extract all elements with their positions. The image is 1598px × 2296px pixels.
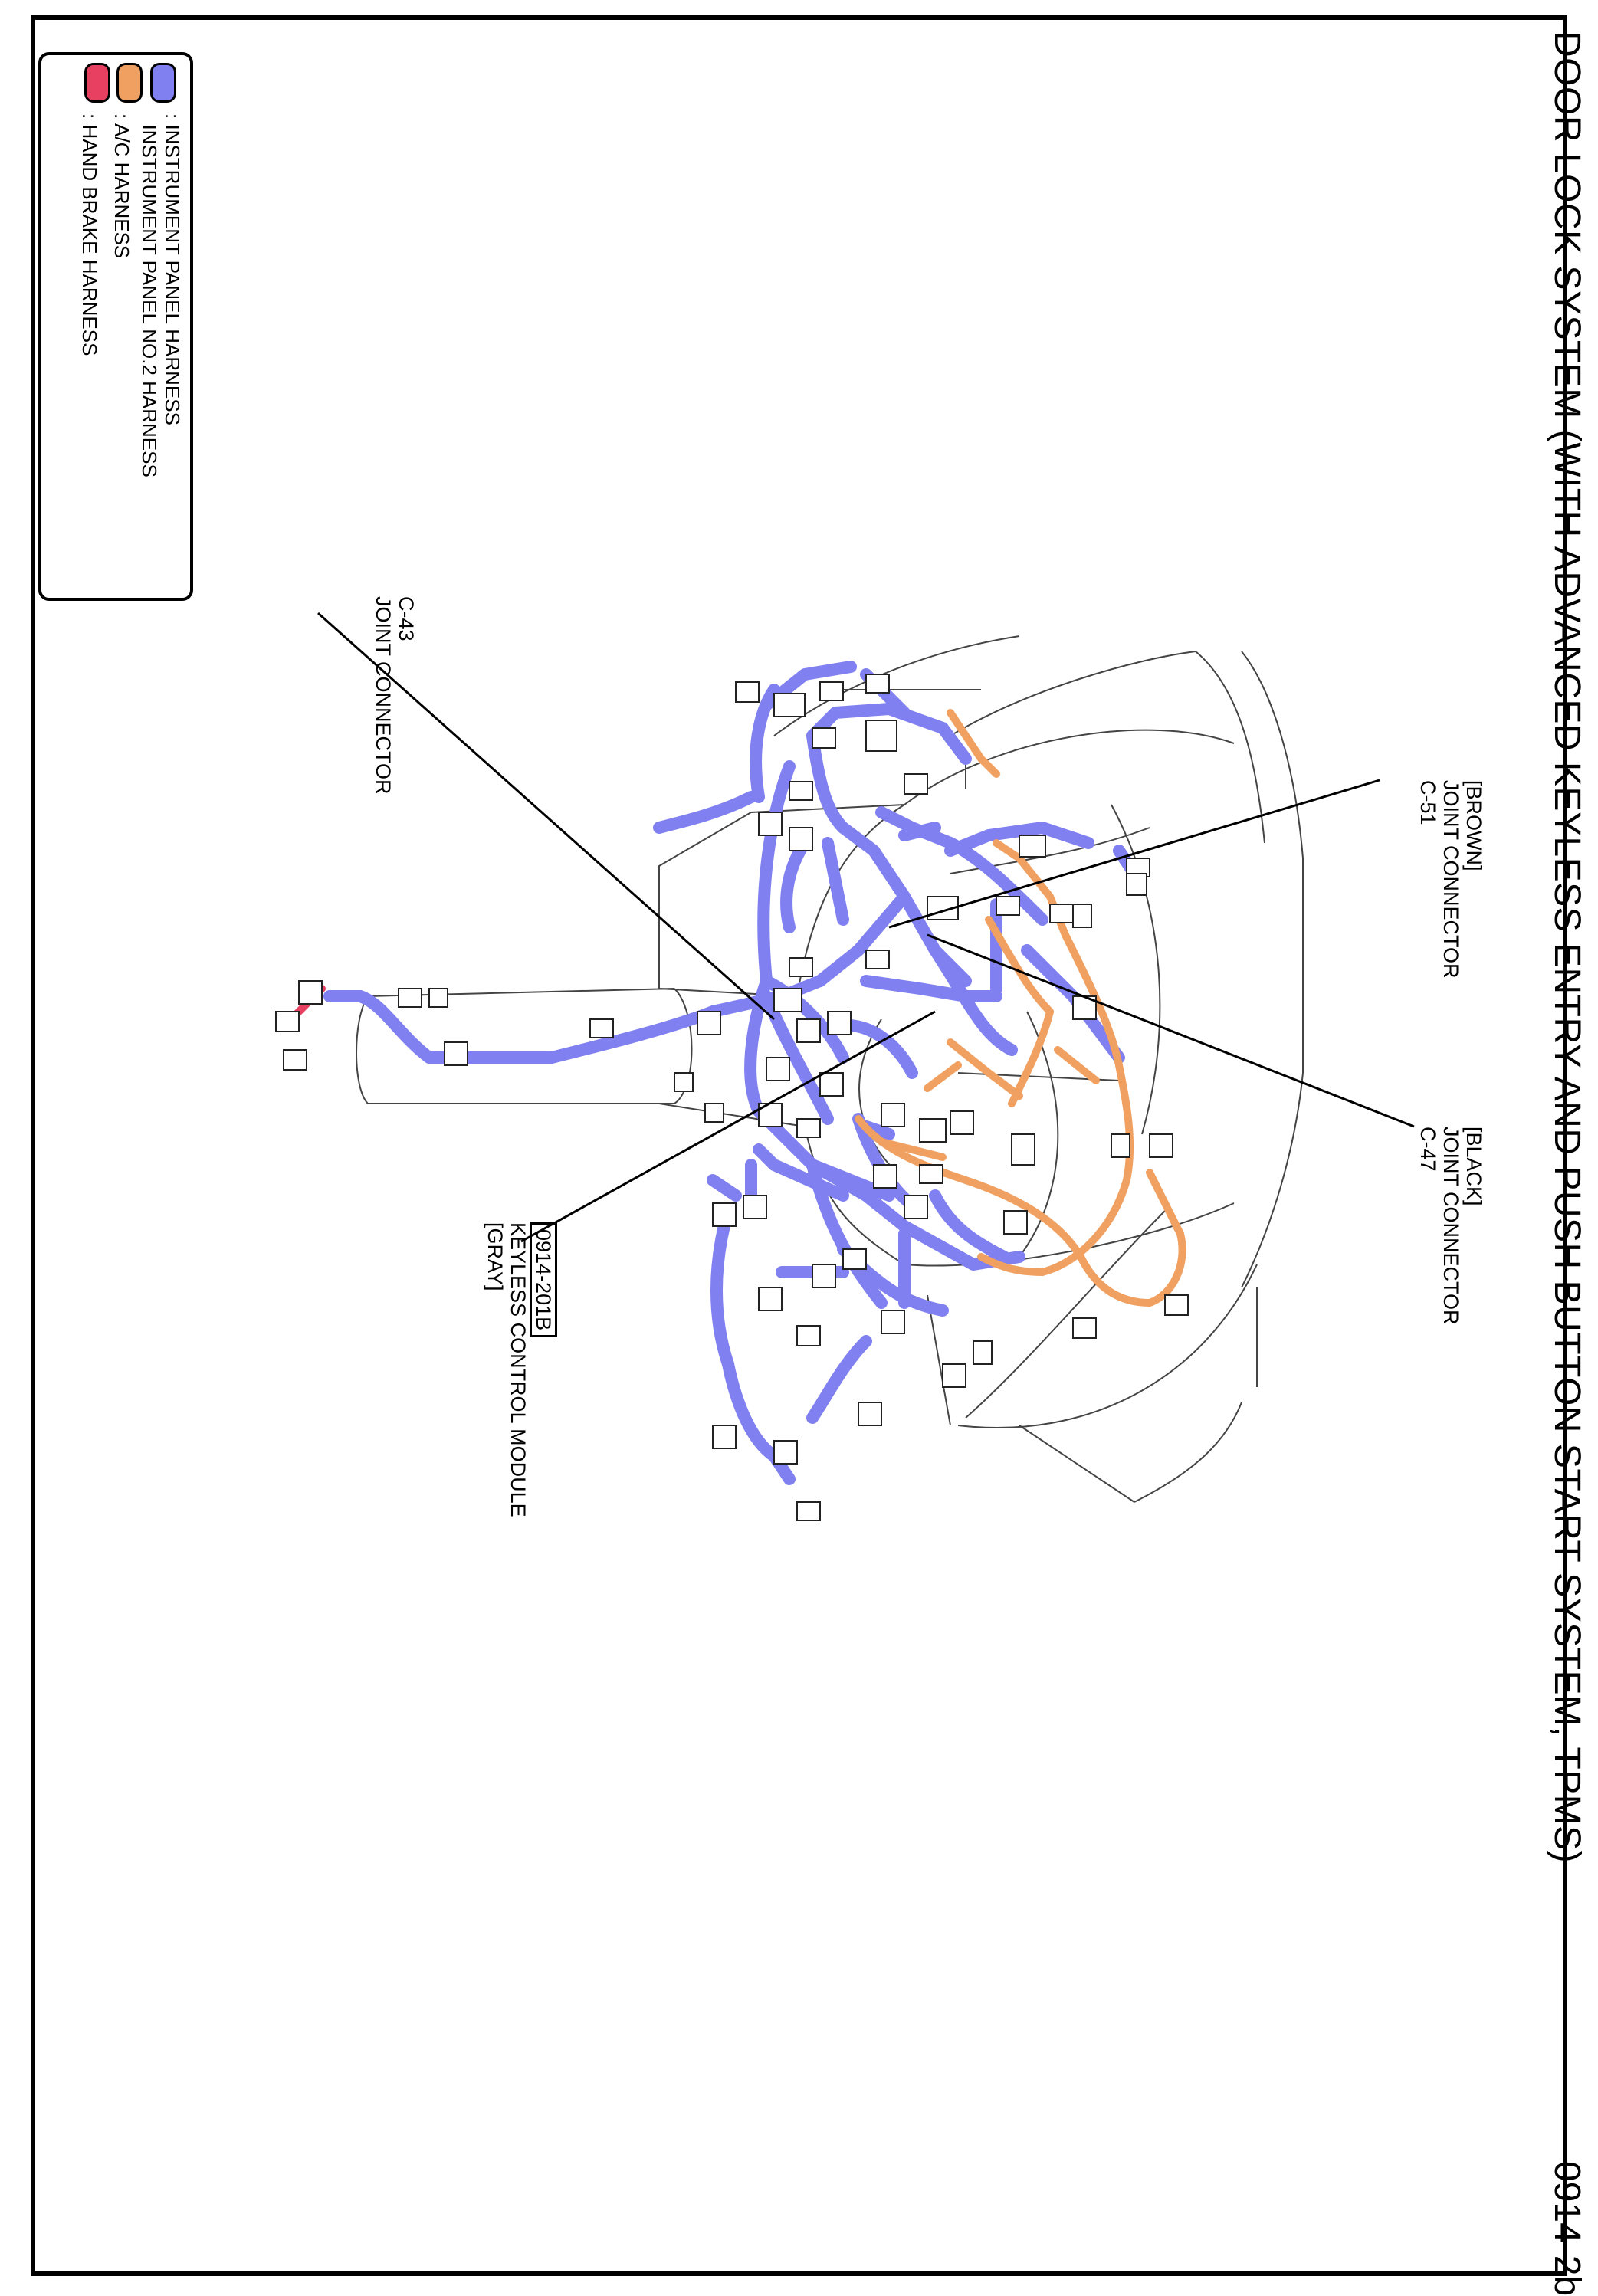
callout-c47: [BLACK] JOINT CONNECTOR C-47 xyxy=(1416,1127,1485,1325)
callout-c51-color: [BROWN] xyxy=(1462,780,1485,871)
instrument-panel-harness xyxy=(323,661,1140,1485)
callout-c43: C-43 JOINT CONNECTOR xyxy=(372,596,418,795)
callout-c43-code: C-43 xyxy=(395,596,418,641)
callout-kcm-code: 0914-201B xyxy=(530,1222,557,1338)
callout-kcm-color: [GRAY] xyxy=(484,1222,507,1291)
callout-c43-type: JOINT CONNECTOR xyxy=(372,596,395,795)
legend: : INSTRUMENT PANEL HARNESS INSTRUMENT PA… xyxy=(38,52,193,601)
callout-c47-type: JOINT CONNECTOR xyxy=(1439,1127,1462,1325)
callout-c51: [BROWN] JOINT CONNECTOR C-51 xyxy=(1416,780,1485,979)
callout-c51-type: JOINT CONNECTOR xyxy=(1439,780,1462,979)
connectors xyxy=(275,674,1189,1521)
diagram-frame xyxy=(31,15,1567,2276)
legend-swatch-hand-brake xyxy=(84,63,110,103)
callout-c51-code: C-51 xyxy=(1416,780,1439,825)
leader-lines xyxy=(317,612,1415,1243)
legend-swatch-ac xyxy=(116,63,143,103)
callout-c47-color: [BLACK] xyxy=(1462,1127,1485,1206)
callout-kcm-name: KEYLESS CONTROL MODULE xyxy=(507,1222,530,1517)
callout-keyless-control-module: 0914-201B KEYLESS CONTROL MODULE [GRAY] xyxy=(484,1222,557,1517)
legend-swatch-instrument-panel xyxy=(150,63,176,103)
callout-c47-code: C-47 xyxy=(1416,1127,1439,1172)
